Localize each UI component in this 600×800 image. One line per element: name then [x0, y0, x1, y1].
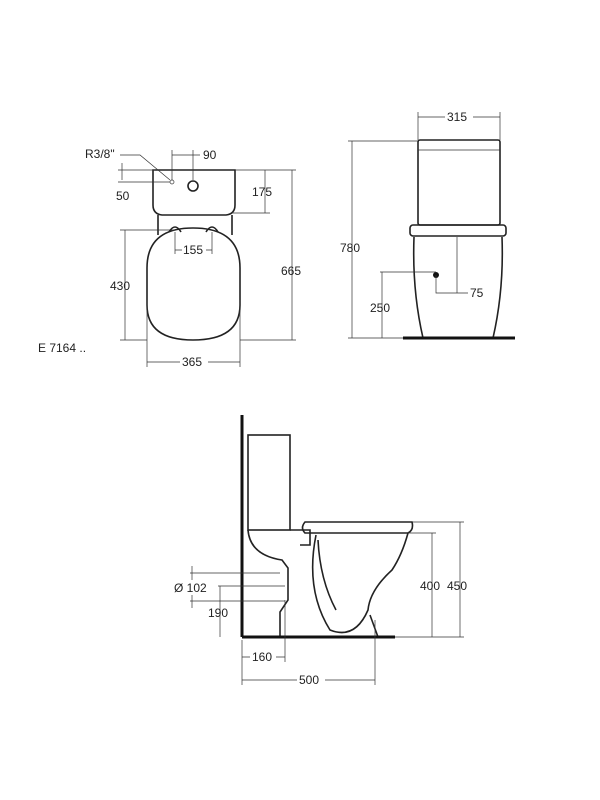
hinges [168, 226, 219, 233]
trap-back [247, 529, 289, 637]
cistern [417, 139, 501, 226]
dim-450-label: 450 [447, 579, 467, 593]
dim-155-label: 155 [183, 243, 203, 257]
dim-160-label: 160 [252, 650, 272, 664]
dim-90-label: 90 [203, 148, 217, 162]
dim-75-label: 75 [470, 286, 484, 300]
dim-175-label: 175 [252, 185, 272, 199]
cistern-top [152, 169, 236, 216]
dim-190-label: 190 [208, 606, 228, 620]
dim-430 [120, 229, 175, 341]
flush-button [187, 180, 199, 192]
dim-250-75 [380, 237, 468, 338]
model-code: E 7164 .. [38, 341, 86, 355]
dim-250-label: 250 [370, 301, 390, 315]
neck [157, 215, 233, 235]
bowl-side [311, 532, 409, 634]
thread-label: R3/8" [85, 147, 115, 161]
inlet-hole [169, 179, 175, 185]
cistern-side [247, 434, 291, 531]
seat-edge [409, 224, 507, 237]
dim-50-label: 50 [116, 189, 130, 203]
top-view: 90 R3/8" 50 175 665 430 155 365 E 7164 .… [38, 147, 301, 369]
dim-90 [120, 150, 200, 181]
dim-500-label: 500 [299, 673, 319, 687]
front-view: 315 780 250 75 [340, 110, 515, 340]
dim-400-label: 400 [420, 579, 440, 593]
dim-780 [348, 140, 418, 339]
dim-430-label: 430 [110, 279, 130, 293]
dim-175 [232, 169, 296, 214]
dim-315-label: 315 [447, 110, 467, 124]
dim-102-label: Ø 102 [174, 581, 207, 595]
bowl [412, 236, 504, 339]
dim-160-500 [241, 600, 376, 685]
dim-665 [240, 170, 296, 341]
dim-102-190 [190, 566, 285, 637]
dim-780-label: 780 [340, 241, 360, 255]
dim-50 [118, 163, 170, 183]
dim-365-label: 365 [182, 355, 202, 369]
dim-665-label: 665 [281, 264, 301, 278]
seat-side [301, 521, 414, 534]
side-view: 400 450 Ø 102 190 160 500 [174, 415, 467, 687]
dim-400-450 [395, 521, 464, 638]
